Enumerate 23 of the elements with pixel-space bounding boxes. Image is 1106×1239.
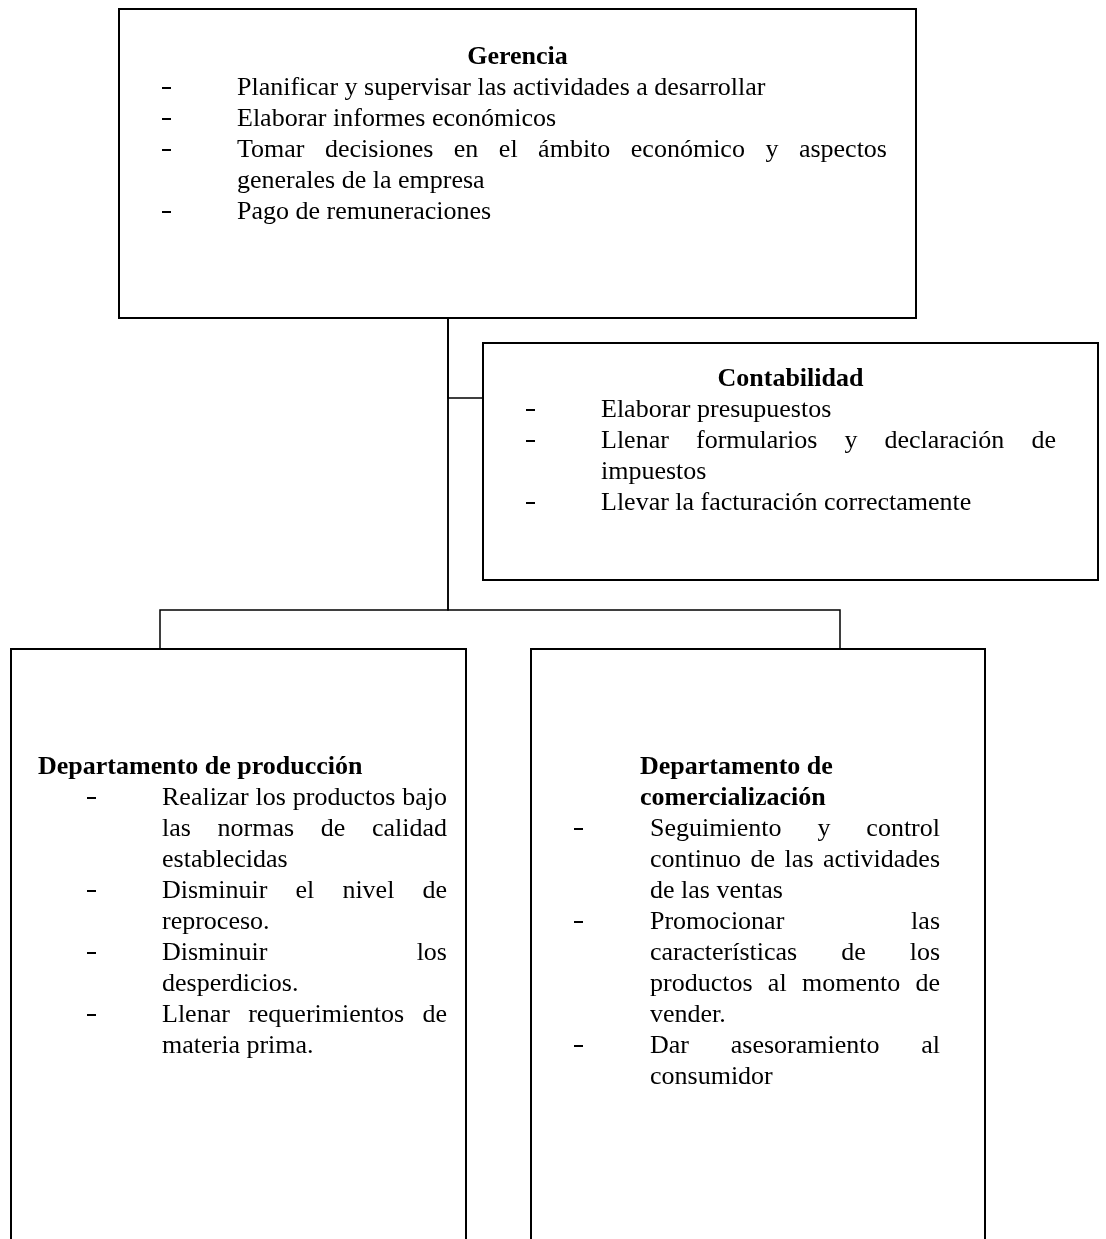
task-text: Disminuir el nivel de reproceso. (162, 874, 447, 936)
task-text: Seguimiento y control continuo de las actividades de las ventas (650, 812, 940, 905)
task-text: Elaborar presupuestos (601, 393, 833, 424)
task-text: Tomar decisiones en el ámbito económico y aspectos generales de la empresa (237, 133, 887, 195)
task-text: Pago de remuneraciones (237, 195, 493, 226)
task-text: Promocionar las características de los productos al momento de vender. (650, 905, 940, 1029)
task-text: Dar asesoramiento al consumidor (650, 1029, 940, 1091)
department-box (482, 342, 1099, 581)
task-text: Disminuir los desperdicios. (162, 936, 447, 998)
department-title: Gerencia (466, 40, 569, 71)
task-text: Llenar requerimientos de materia prima. (162, 998, 447, 1060)
department-title: Contabilidad (716, 362, 865, 393)
task-text: Elaborar informes económicos (237, 102, 558, 133)
task-text: Llevar la facturación correctamente (601, 486, 973, 517)
department-box (530, 648, 986, 1239)
department-box (118, 8, 917, 319)
task-text: Realizar los productos bajo las normas de calidad establecidas (162, 781, 447, 874)
task-text: Planificar y supervisar las actividades a desarrollar (237, 71, 767, 102)
department-title: Departamento de comercialización (640, 750, 834, 812)
connector-line (447, 318, 841, 649)
department-title: Departamento de producción (38, 750, 363, 781)
department-box (10, 648, 467, 1239)
task-text: Llenar formularios y declaración de impuestos (601, 424, 1056, 486)
